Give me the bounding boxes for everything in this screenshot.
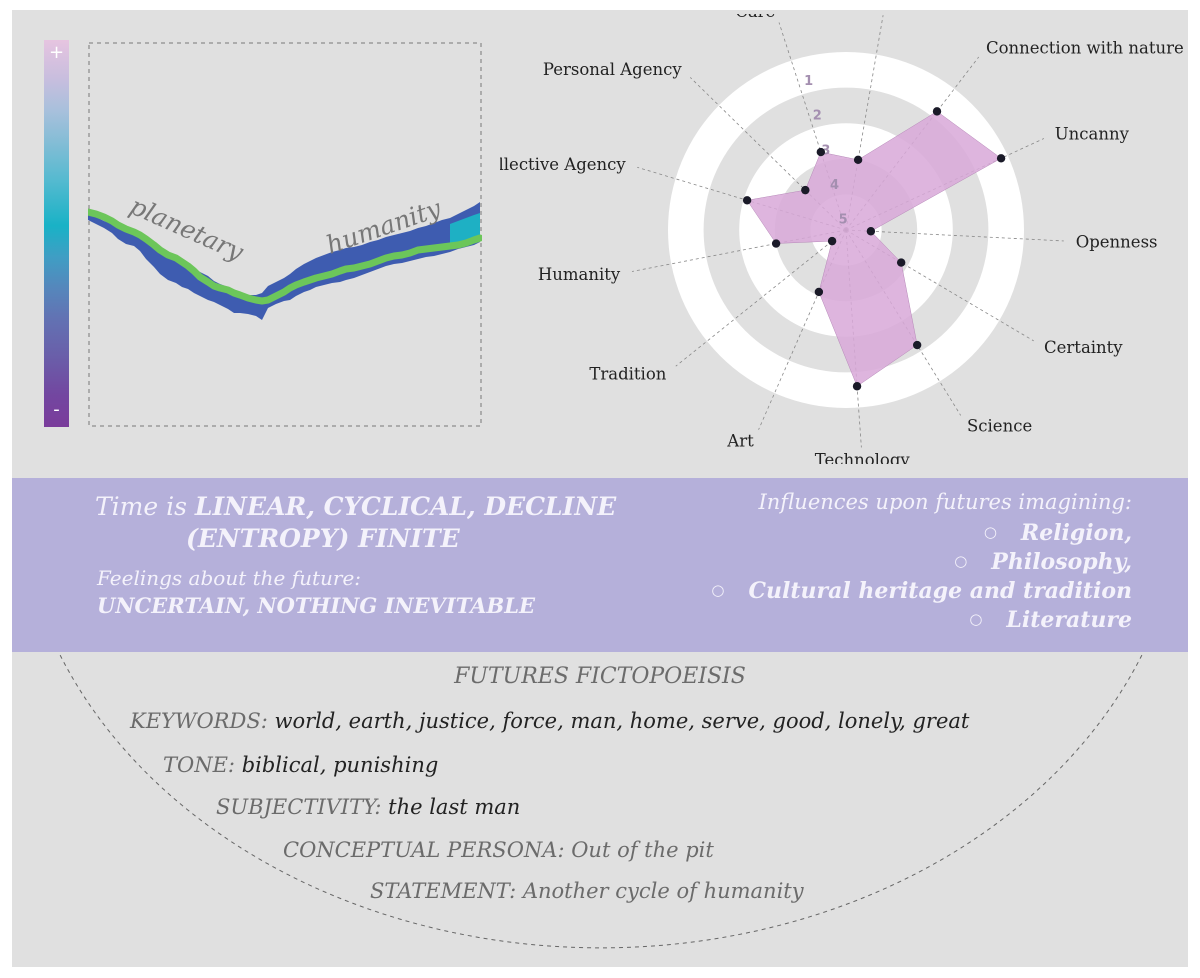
influence-text: Cultural heritage and tradition	[748, 578, 1132, 604]
radar-chart: 1 2 3 4 5 Earth SystemsConnection with natur…	[500, 14, 1184, 464]
radar-axis-label: Technology	[815, 450, 911, 464]
radar-axis-label: Care	[735, 14, 775, 21]
radar-axis-label: Uncanny	[1055, 124, 1130, 143]
feelings-value: UNCERTAIN, NOTHING INEVITABLE	[97, 593, 536, 618]
keywords-label: KEYWORDS:	[130, 709, 268, 733]
radar-point	[896, 258, 906, 267]
persona-label: CONCEPTUAL PERSONA:	[283, 838, 565, 862]
radar-ring-labels: 1 2 3 4 5	[804, 74, 847, 227]
time-prefix: Time is	[95, 492, 187, 521]
time-values-2: (ENTROPY) FINITE	[186, 524, 460, 553]
radar-ring-label: 5	[839, 212, 848, 227]
line-chart: planetary humanity	[88, 42, 482, 427]
bullet-icon: ○	[983, 523, 997, 541]
radar-point	[853, 155, 863, 165]
influence-item: ○ Religion,	[984, 520, 1132, 546]
radar-axis-label: Humanity	[538, 265, 621, 284]
feelings-label: Feelings about the future:	[97, 566, 362, 590]
radar-point	[814, 287, 824, 297]
radar-ring-label: 2	[813, 109, 822, 124]
radar-points	[742, 107, 1006, 391]
line-teal-area	[450, 213, 480, 244]
subjectivity-value: the last man	[388, 795, 521, 819]
futures-title: FUTURES FICTOPOEISIS	[454, 664, 746, 689]
tone-value: biblical, punishing	[241, 753, 439, 777]
radar-axis-labels: Earth SystemsConnection with natureUncan…	[500, 14, 1184, 464]
line-band-area	[88, 202, 480, 320]
bullet-icon: ○	[969, 610, 983, 628]
keywords-value: world, earth, justice, force, man, home,…	[274, 709, 970, 733]
influence-item: ○ Philosophy,	[954, 549, 1132, 575]
time-values-1: LINEAR, CYCLICAL, DECLINE	[194, 492, 617, 521]
line-chart-frame	[88, 42, 482, 427]
radar-axis-label: Openness	[1076, 233, 1158, 252]
time-band: Time is LINEAR, CYCLICAL, DECLINE (ENTRO…	[12, 478, 1188, 652]
radar-axis-label: Science	[967, 417, 1032, 436]
statement-row: STATEMENT: Another cycle of humanity	[370, 879, 804, 903]
radar-point	[742, 196, 752, 205]
radar-axis-label: Connection with nature	[986, 39, 1184, 58]
influences-title: Influences upon futures imagining:	[758, 490, 1132, 514]
persona-value: Out of the pit	[571, 838, 714, 862]
radar-axis-label: Art	[726, 432, 754, 451]
radar-point	[912, 340, 922, 350]
influence-text: Philosophy,	[991, 549, 1132, 575]
influence-text: Religion,	[1020, 520, 1132, 546]
radar-point	[932, 107, 942, 116]
radar-ring-label: 1	[804, 74, 813, 89]
radar-point	[827, 236, 837, 246]
radar-spoke	[675, 229, 847, 367]
radar-spoke	[845, 229, 1064, 242]
tone-row: TONE: biblical, punishing	[163, 753, 438, 777]
radar-ring-label: 3	[821, 143, 830, 158]
bullet-icon: ○	[711, 581, 725, 599]
radar-point	[996, 154, 1006, 163]
radar-ring-label: 4	[830, 178, 839, 193]
subjectivity-label: SUBJECTIVITY:	[216, 795, 382, 819]
radar-area	[746, 111, 1002, 387]
influence-item: ○ Literature	[969, 607, 1132, 633]
radar-point	[801, 185, 810, 195]
scale-plus-label: +	[48, 42, 65, 63]
radar-axis-label: Certainty	[1044, 338, 1123, 357]
influence-text: Literature	[1006, 607, 1132, 633]
radar-point	[866, 227, 876, 236]
radar-axis-label: Tradition	[589, 365, 666, 384]
radar-axis-label: Collective Agency	[500, 155, 626, 174]
persona-row: CONCEPTUAL PERSONA: Out of the pit	[283, 838, 714, 862]
scale-minus-label: -	[53, 399, 60, 420]
statement-label: STATEMENT:	[370, 879, 517, 903]
statement-value: Another cycle of humanity	[522, 879, 804, 903]
keywords-row: KEYWORDS: world, earth, justice, force, …	[130, 709, 969, 733]
radar-point	[852, 382, 862, 391]
radar-axis-label: Personal Agency	[543, 60, 683, 79]
influence-item: ○ Cultural heritage and tradition	[711, 578, 1132, 604]
radar-point	[816, 147, 826, 157]
radar-point	[771, 239, 781, 248]
tone-label: TONE:	[163, 753, 236, 777]
bullet-icon: ○	[954, 552, 968, 570]
line-green-series	[88, 208, 482, 305]
subjectivity-row: SUBJECTIVITY: the last man	[216, 795, 520, 819]
color-scale-bar	[44, 40, 69, 427]
time-line-1: Time is LINEAR, CYCLICAL, DECLINE	[95, 492, 616, 521]
